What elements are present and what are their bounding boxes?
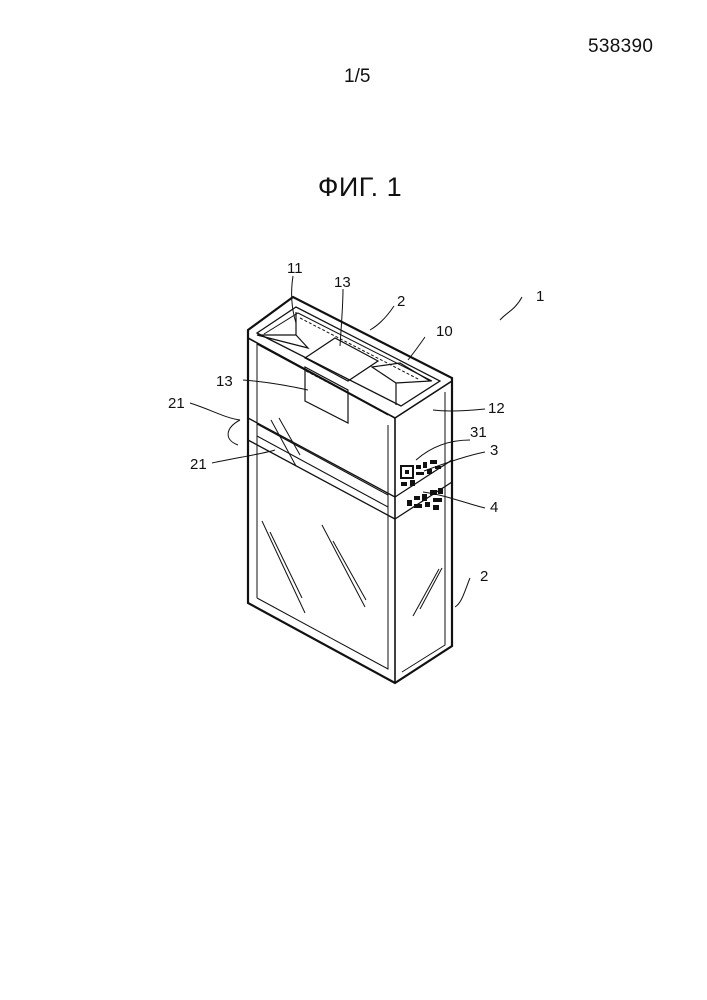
ref-label-3: 3	[490, 442, 498, 459]
ref-label-13-top: 13	[334, 274, 351, 291]
ref-label-10: 10	[436, 323, 453, 340]
leader-lines	[190, 276, 522, 607]
ref-label-21-lower: 21	[190, 456, 207, 473]
ref-label-13-front: 13	[216, 373, 233, 390]
code-mark-upper	[401, 460, 441, 486]
ref-label-2-side: 2	[480, 568, 488, 585]
ref-label-31: 31	[470, 424, 487, 441]
ref-label-4: 4	[490, 499, 498, 516]
ref-label-21-upper: 21	[168, 395, 185, 412]
ref-label-2-top: 2	[397, 293, 405, 310]
ref-label-1: 1	[536, 288, 544, 305]
package-outline	[248, 297, 452, 683]
ref-label-12: 12	[488, 400, 505, 417]
reflection-marks	[262, 418, 442, 616]
ref-label-11: 11	[287, 260, 303, 277]
